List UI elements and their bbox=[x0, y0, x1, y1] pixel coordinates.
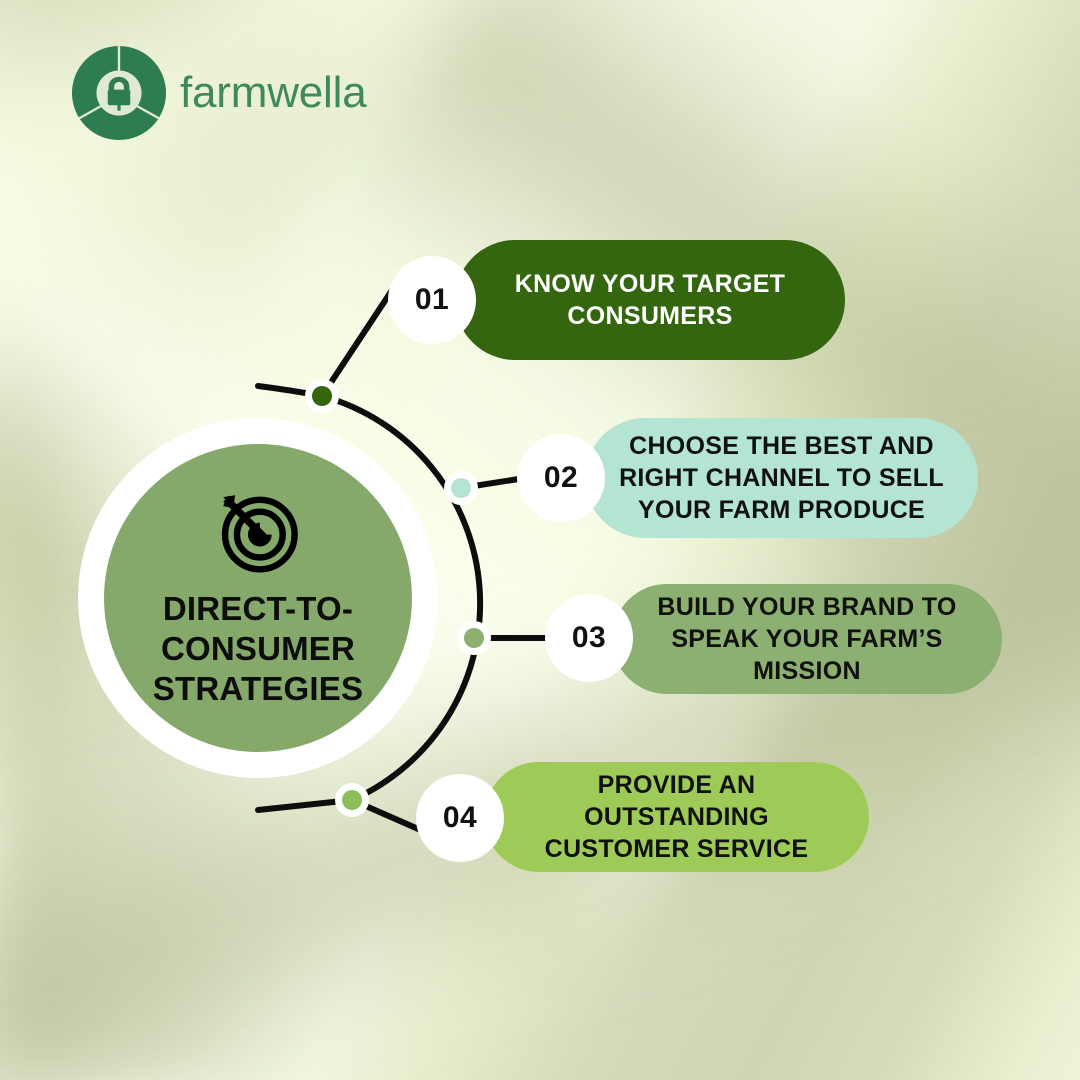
step-label-01: KNOW YOUR TARGET CONSUMERS bbox=[514, 269, 786, 330]
step-pill-04[interactable]: PROVIDE AN OUTSTANDING CUSTOMER SERVICE bbox=[484, 762, 869, 872]
target-arrow-icon bbox=[221, 494, 298, 573]
step-number-02[interactable]: 02 bbox=[517, 434, 605, 522]
step-pill-02[interactable]: CHOOSE THE BEST AND RIGHT CHANNEL TO SEL… bbox=[585, 418, 978, 538]
step-label-02: CHOOSE THE BEST AND RIGHT CHANNEL TO SEL… bbox=[619, 431, 944, 525]
hub-circle: DIRECT-TO-CONSUMER STRATEGIES bbox=[104, 444, 412, 752]
step-pill-03[interactable]: BUILD YOUR BRAND TO SPEAK YOUR FARM’S MI… bbox=[612, 584, 1002, 694]
step-number-01[interactable]: 01 bbox=[388, 256, 476, 344]
step-label-04: PROVIDE AN OUTSTANDING CUSTOMER SERVICE bbox=[544, 770, 809, 864]
step-pill-01[interactable]: KNOW YOUR TARGET CONSUMERS bbox=[455, 240, 845, 360]
brand-logo[interactable]: farmwella bbox=[70, 44, 367, 142]
farmwella-circle-lock-logo-icon bbox=[71, 45, 167, 141]
step-label-03: BUILD YOUR BRAND TO SPEAK YOUR FARM’S MI… bbox=[657, 592, 957, 686]
hub-title: DIRECT-TO-CONSUMER STRATEGIES bbox=[152, 589, 364, 708]
step-number-04[interactable]: 04 bbox=[416, 774, 504, 862]
step-number-03[interactable]: 03 bbox=[545, 594, 633, 682]
brand-wordmark: farmwella bbox=[180, 68, 367, 117]
